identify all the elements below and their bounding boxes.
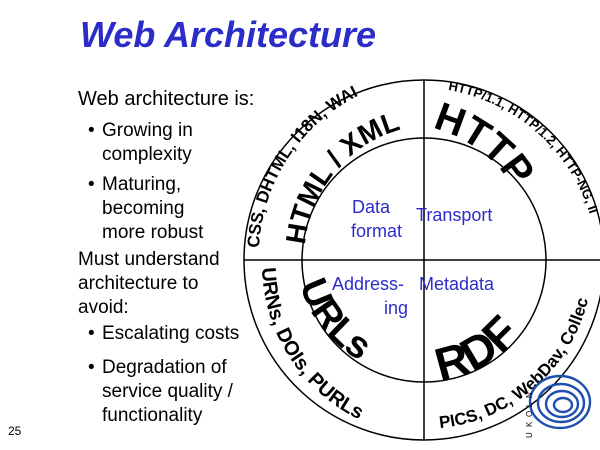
bullet-marker: • [88, 357, 95, 378]
inner-label-ing: ing [384, 298, 408, 318]
bullet-line: service quality / [102, 381, 233, 402]
logo-letter: O [525, 411, 534, 417]
logo-letter: U [525, 432, 534, 438]
inner-label-metadata: Metadata [419, 274, 495, 294]
intro-text: Web architecture is: [78, 88, 255, 110]
bullet-line: complexity [102, 144, 192, 165]
bullet-line: Growing in [102, 120, 193, 141]
slide-number: 25 [8, 424, 22, 438]
logo-letters: U K O L N [525, 392, 534, 438]
bullet-marker: • [88, 120, 95, 141]
must-understand-text: Must understand architecture to avoid: [78, 248, 220, 320]
bullet-marker: • [88, 174, 95, 195]
bullet-maturing: • Maturing, becoming more robust [88, 173, 204, 245]
inner-label-addressing: Address- [332, 274, 404, 294]
bullet-line: Maturing, [102, 174, 182, 195]
bullet-costs: • Escalating costs [88, 322, 240, 346]
text-line: avoid: [78, 297, 129, 318]
bullet-growing: • Growing in complexity [88, 119, 193, 167]
text-line: Must understand [78, 249, 220, 270]
slide-title: Web Architecture [80, 14, 377, 55]
ukoln-logo: U K O L N [525, 374, 592, 438]
inner-label-format: format [351, 221, 402, 241]
bullet-line: more robust [102, 222, 204, 243]
inner-label-transport: Transport [416, 205, 492, 225]
text-line: architecture to [78, 273, 199, 294]
spiral-icon [528, 374, 592, 430]
bullet-line: Degradation of [102, 357, 227, 378]
logo-letter: K [525, 421, 534, 427]
bullet-marker: • [88, 323, 95, 344]
bullet-line: becoming [102, 198, 185, 219]
logo-letter: L [525, 402, 534, 407]
logo-letter: N [525, 392, 534, 398]
bullet-degradation: • Degradation of service quality / funct… [88, 356, 233, 428]
inner-label-data: Data [352, 197, 391, 217]
bullet-line: functionality [102, 405, 203, 426]
bullet-line: Escalating costs [102, 323, 240, 344]
